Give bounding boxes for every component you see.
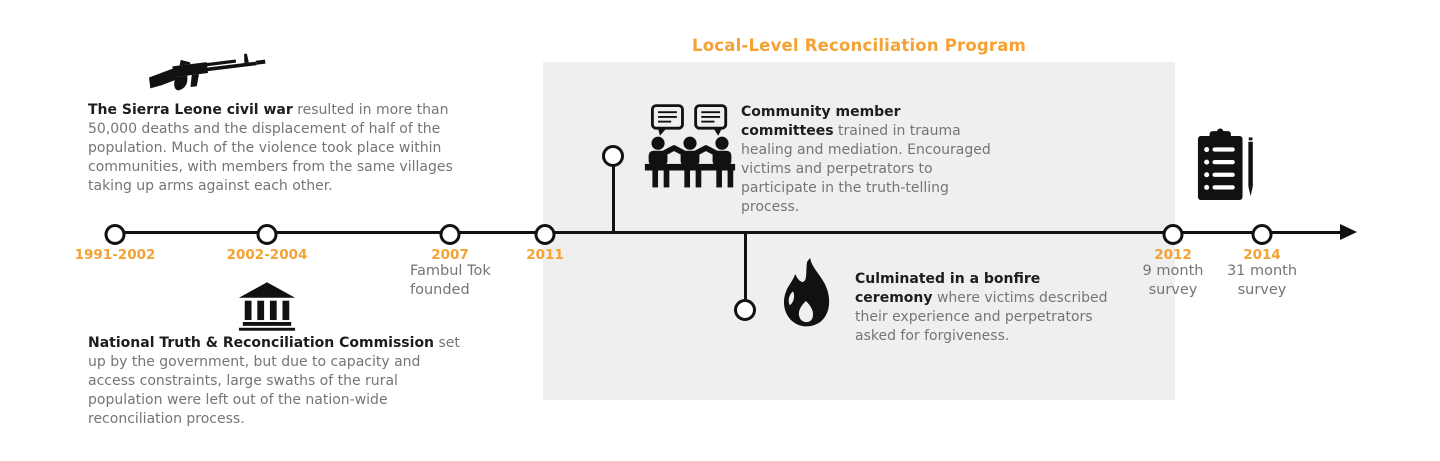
bonfire-lead: Culminated in a bonfire ceremony bbox=[855, 271, 1041, 306]
node-year: 1991-2002 bbox=[74, 247, 156, 263]
arrow-right-icon bbox=[1340, 224, 1357, 240]
committees-lead: Community member committees bbox=[741, 104, 901, 139]
civil-war-body: resulted in more than 50,000 deaths and … bbox=[88, 102, 453, 194]
committees-body: trained in trauma healing and mediation.… bbox=[741, 123, 991, 215]
commission-lead: National Truth & Reconciliation Commissi… bbox=[88, 335, 435, 351]
bonfire-body: where victims described their experience… bbox=[855, 290, 1108, 344]
commission-text: National Truth & Reconciliation Commissi… bbox=[88, 334, 472, 429]
timeline-node-2002: 2002-2004 bbox=[207, 224, 327, 263]
rifle-icon bbox=[148, 48, 268, 98]
node-dot bbox=[104, 224, 126, 245]
node-dot bbox=[439, 224, 461, 245]
program-title: Local-Level Reconciliation Program bbox=[692, 36, 1026, 55]
node-year: 2014 bbox=[1243, 247, 1281, 263]
timeline-node-1991: 1991-2002 bbox=[55, 224, 175, 263]
connector-up-line bbox=[611, 162, 615, 232]
connector-up-dot bbox=[602, 145, 624, 167]
speech-bubbles-icon bbox=[650, 104, 728, 130]
commission-body: set up by the government, but due to cap… bbox=[88, 335, 460, 427]
timeline-node-2011: 2011 bbox=[485, 224, 605, 263]
timeline-node-2012: 2012 bbox=[1113, 224, 1233, 263]
civil-war-lead: The Sierra Leone civil war bbox=[88, 102, 293, 118]
node-dot bbox=[256, 224, 278, 245]
fambul-tok-label: Fambul Tok founded bbox=[410, 263, 491, 298]
node-dot bbox=[1162, 224, 1184, 245]
meeting-icon bbox=[643, 103, 737, 191]
bank-icon bbox=[237, 281, 297, 332]
node-year: 2007 bbox=[431, 247, 469, 263]
clipboard-icon bbox=[1196, 128, 1260, 206]
civil-war-text: The Sierra Leone civil war resulted in m… bbox=[88, 101, 466, 196]
node-year: 2011 bbox=[526, 247, 564, 263]
timeline-axis bbox=[115, 230, 1343, 234]
committees-text: Community member committees trained in t… bbox=[741, 103, 997, 217]
connector-down-dot bbox=[734, 299, 756, 321]
survey-9-month-label: 9 month survey bbox=[1142, 263, 1204, 298]
flame-icon bbox=[772, 258, 842, 344]
survey-31-month-label: 31 month survey bbox=[1226, 263, 1298, 298]
bonfire-text: Culminated in a bonfire ceremony where v… bbox=[855, 270, 1117, 346]
node-year: 2002-2004 bbox=[226, 247, 308, 263]
connector-down-line bbox=[743, 232, 747, 300]
node-year: 2012 bbox=[1154, 247, 1192, 263]
node-dot bbox=[534, 224, 556, 245]
timeline-node-2014: 2014 bbox=[1202, 224, 1322, 263]
node-dot bbox=[1251, 224, 1273, 245]
timeline-node-2007: 2007 bbox=[390, 224, 510, 263]
